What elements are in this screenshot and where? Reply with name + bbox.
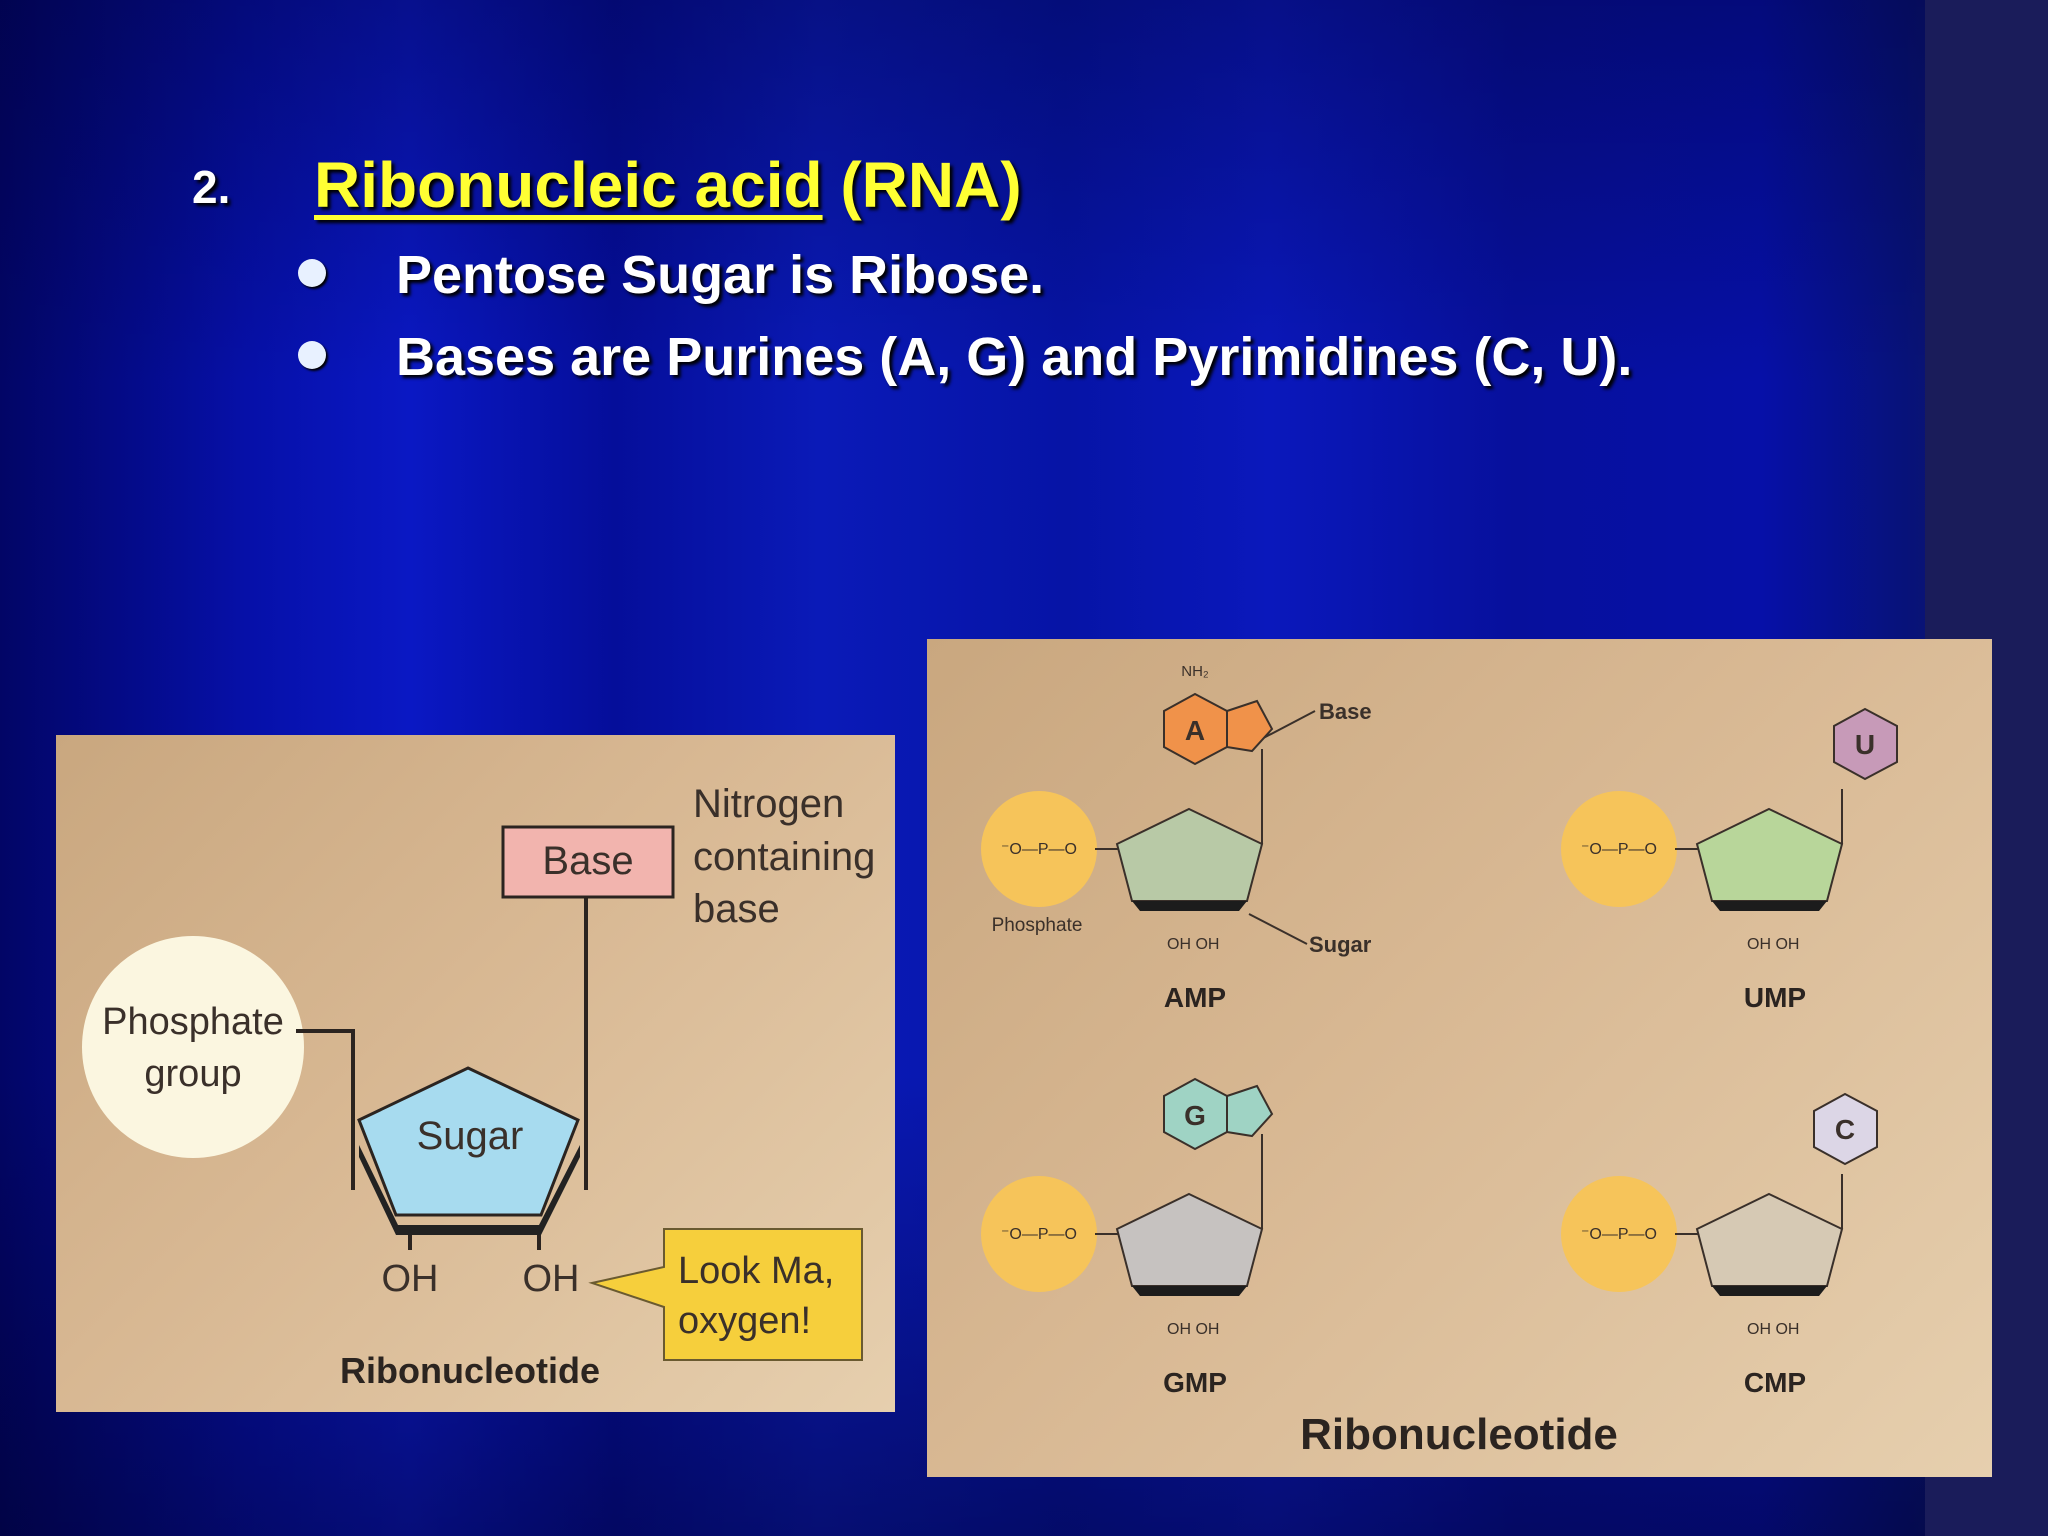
- nitrogen-label-line1: Nitrogen: [693, 782, 844, 826]
- base-letter: C: [1835, 1114, 1855, 1145]
- nitrogen-label-line3: base: [693, 887, 780, 931]
- title-rest: (RNA): [822, 149, 1022, 221]
- bullet-dot-icon: [298, 341, 326, 369]
- oh-left: OH: [382, 1258, 439, 1300]
- phosphate-small-label: Phosphate: [992, 915, 1083, 936]
- pyrimidine-ring-c: [1813, 1092, 1878, 1166]
- nucleotide-cmp: ⁻O—P—O OH OH C CMP: [1561, 1092, 1878, 1398]
- svg-text:OH OH: OH OH: [1747, 1321, 1799, 1338]
- base-letter: A: [1185, 715, 1205, 746]
- phosphate-label-line2: group: [144, 1053, 241, 1095]
- nucleotide-gmp: ⁻O—P—O OH OH G GMP: [981, 1077, 1274, 1398]
- right-caption: Ribonucleotide: [1300, 1410, 1618, 1459]
- nitrogen-label-line2: containing: [693, 835, 875, 879]
- bullet-2: Bases are Purines (A, G) and Pyrimidines…: [298, 326, 1632, 388]
- svg-text:NH₂: NH₂: [1181, 663, 1209, 680]
- phosphate-circle: [1561, 791, 1677, 907]
- nucleotide-amp: ⁻O—P—O OH OH A NH₂ AMP: [981, 663, 1274, 1013]
- bullet-1: Pentose Sugar is Ribose.: [298, 244, 1044, 306]
- nucleotide-name: GMP: [1163, 1367, 1227, 1398]
- svg-text:⁻O—P—O: ⁻O—P—O: [1581, 841, 1657, 858]
- nucleotide-ump: ⁻O—P—O OH OH U UMP: [1561, 707, 1898, 1013]
- phosphate-label-line1: Phosphate: [102, 1001, 284, 1043]
- pyrimidine-ring-u: [1833, 707, 1898, 781]
- svg-text:⁻O—P—O: ⁻O—P—O: [1581, 1226, 1657, 1243]
- phosphate-circle: [82, 936, 304, 1158]
- slide-number: 2.: [192, 161, 231, 213]
- base-letter: U: [1855, 729, 1875, 760]
- right-figure: Ribonucleotide Phosphate Sugar Base ⁻O—P…: [927, 639, 1992, 1477]
- sugar-pentagon: [357, 1066, 580, 1217]
- callout-box: [588, 1228, 863, 1361]
- ribose-ring: [1695, 1192, 1844, 1287]
- phosphate-circle: [1561, 1176, 1677, 1292]
- callout-line2: oxygen!: [678, 1300, 811, 1342]
- callout-line1: Look Ma,: [678, 1250, 834, 1292]
- sugar-label: Sugar: [417, 1114, 524, 1158]
- title-underlined: Ribonucleic acid: [314, 149, 823, 221]
- base-box-label: Base: [542, 839, 633, 883]
- svg-text:⁻O—P—O: ⁻O—P—O: [1001, 841, 1077, 858]
- svg-text:OH OH: OH OH: [1747, 936, 1799, 953]
- ribose-ring: [1115, 807, 1264, 902]
- sugar-small-label: Sugar: [1309, 932, 1372, 957]
- ribose-ring: [1115, 1192, 1264, 1287]
- bullet-1-text: Pentose Sugar is Ribose.: [396, 245, 1045, 305]
- left-caption: Ribonucleotide: [340, 1350, 600, 1391]
- ribose-ring: [1695, 807, 1844, 902]
- svg-text:OH OH: OH OH: [1167, 1321, 1219, 1338]
- base-small-label: Base: [1319, 699, 1372, 724]
- left-figure: Base Nitrogen containing base Phosphate …: [56, 735, 895, 1412]
- bullet-dot-icon: [298, 259, 326, 287]
- bullet-2-text: Bases are Purines (A, G) and Pyrimidines…: [396, 327, 1633, 387]
- svg-text:⁻O—P—O: ⁻O—P—O: [1001, 1226, 1077, 1243]
- phosphate-circle: [981, 1176, 1097, 1292]
- nucleotide-name: AMP: [1164, 982, 1226, 1013]
- svg-text:OH OH: OH OH: [1167, 936, 1219, 953]
- phosphate-circle: [981, 791, 1097, 907]
- nucleotide-name: UMP: [1744, 982, 1806, 1013]
- nucleotide-name: CMP: [1744, 1367, 1806, 1398]
- oh-right: OH: [523, 1258, 580, 1300]
- base-letter: G: [1184, 1100, 1206, 1131]
- slide-title: 2. Ribonucleic acid (RNA): [192, 148, 1022, 222]
